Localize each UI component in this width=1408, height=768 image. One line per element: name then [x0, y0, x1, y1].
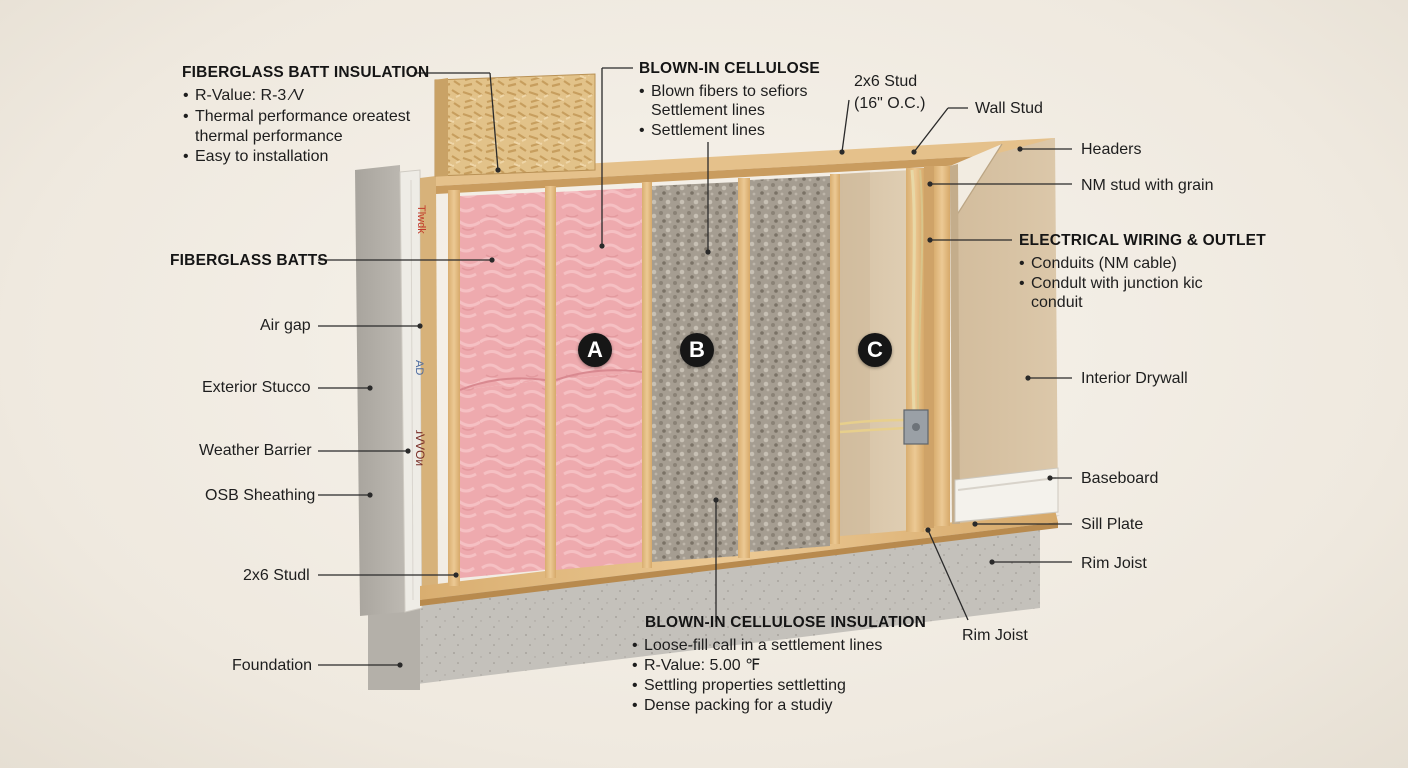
nm-cable [910, 169, 916, 413]
stud-3 [642, 182, 652, 568]
foundation-block [368, 525, 1040, 690]
headers-label: Headers [1081, 141, 1142, 158]
fiberglass-batt-continuation: thermal performance [195, 128, 343, 145]
weather-barrier-layer [399, 169, 423, 613]
foundation-label: Foundation [232, 657, 313, 674]
cellulose-insulation-bullet-1: Loose-fill call in a settlement lines [632, 636, 882, 656]
interior-drywall [950, 138, 1058, 524]
osb-top-panel [434, 73, 596, 177]
cellulose-fill-b1 [652, 182, 738, 562]
blown-in-cellulose-heading: BLOWN-IN CELLULOSE [639, 60, 820, 77]
stud-5 [830, 174, 840, 544]
blown-in-cellulose-bullet-2: Settlement lines [639, 121, 765, 141]
fiberglass-batt-bullet-1: R-Value: R-3 ⁄V [183, 86, 304, 106]
wrap-text-top: Tlwdk [415, 205, 427, 234]
stud-2 [545, 186, 556, 578]
osb-sheathing-layer [420, 176, 438, 606]
stud-2x6-left-label: 2x6 Studl [243, 567, 310, 584]
electrical-bullet-2: Condult with junction kic [1019, 274, 1203, 294]
rim-joist-bottom-label: Rim Joist [962, 627, 1028, 644]
top-plate [436, 138, 1055, 186]
rim-joist-right-label: Rim Joist [1081, 555, 1147, 572]
weather-barrier-label: Weather Barrier [199, 442, 312, 459]
stud-8 [934, 166, 950, 526]
fiberglass-batt-a3 [556, 188, 642, 380]
nm-stud-label: NM stud with grain [1081, 177, 1214, 194]
electrical-bullet-1: Conduits (NM cable) [1019, 254, 1177, 274]
section-a-badge: A [578, 333, 612, 367]
stud-2x6-top-spacing: (16" O.C.) [854, 95, 926, 112]
leader-lines [318, 67, 1072, 668]
foundation-front [368, 600, 420, 690]
electrical-continuation: conduit [1031, 294, 1083, 311]
blown-in-cellulose-continuation: Settlement lines [651, 102, 765, 119]
section-b-badge: B [680, 333, 714, 367]
stud-4 [738, 178, 750, 558]
sill-plate-label: Sill Plate [1081, 516, 1144, 533]
interior-drywall-label: Interior Drywall [1081, 370, 1188, 387]
fiberglass-batt-a1 [460, 192, 545, 390]
air-gap-label: Air gap [260, 317, 311, 334]
cellulose-fill-b2 [750, 176, 830, 552]
baseboard-label: Baseboard [1081, 470, 1159, 487]
exterior-stucco-layer [355, 165, 405, 616]
fiberglass-batt-insulation-heading: FIBERGLASS BATT INSULATION [182, 64, 430, 81]
blown-in-cellulose-bullet-1: Blown fibers to sefiors [639, 82, 807, 102]
wrap-text-middle: AD [413, 360, 425, 375]
section-c-badge: C [858, 333, 892, 367]
fiberglass-batt-bullet-2: Thermal performance oreatest [183, 107, 410, 127]
electrical-heading: ELECTRICAL WIRING & OUTLET [1019, 232, 1266, 249]
wrap-text-bottom: ɹVVOᴎ [413, 430, 427, 466]
cellulose-insulation-bullet-3: Settling properties settletting [632, 676, 846, 696]
fiberglass-batt-a2 [460, 380, 545, 578]
cellulose-insulation-bullet-2: R-Value: 5.00 ℉ [632, 656, 760, 676]
osb-sheathing-label: OSB Sheathing [205, 487, 316, 504]
cellulose-insulation-bullet-4: Dense packing for a studiy [632, 696, 833, 716]
exterior-stucco-label: Exterior Stucco [202, 379, 311, 396]
stud-2x6-top-label: 2x6 Stud [854, 73, 918, 90]
fiberglass-batt-a4 [556, 372, 642, 570]
stud-7 [924, 166, 934, 528]
fiberglass-batts-label: FIBERGLASS BATTS [170, 252, 328, 269]
wall-stud-label: Wall Stud [975, 100, 1043, 117]
blown-in-cellulose-insulation-heading: BLOWN-IN CELLULOSE INSULATION [645, 614, 927, 631]
fiberglass-batt-bullet-3: Easy to installation [183, 147, 328, 167]
stud-1 [448, 190, 460, 586]
